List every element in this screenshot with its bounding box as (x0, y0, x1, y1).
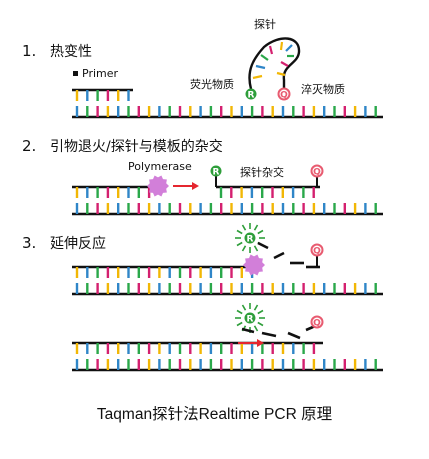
template-strand-step3b (72, 359, 383, 372)
probe-label: 探针 (254, 17, 276, 31)
probe-strand-step2 (216, 185, 320, 198)
fluorescence-burst-step3b-ray (253, 304, 259, 311)
svg-text:R: R (248, 91, 255, 101)
step-2-title: 引物退火/探针与模板的杂交 (50, 138, 223, 155)
quencher-dye-step3b: Q (310, 315, 324, 329)
svg-text:Q: Q (280, 91, 288, 101)
svg-text:R: R (213, 168, 220, 178)
svg-text:R: R (247, 235, 254, 245)
quencher-label: 淬灭物质 (301, 82, 345, 96)
fluorescence-burst-step3a (235, 223, 265, 253)
probe-base (285, 44, 293, 52)
probe-and-enzyme-graphics (235, 223, 320, 347)
polymerase-enzyme-step2 (147, 175, 169, 197)
probe-backbone (248, 37, 301, 90)
svg-text:R: R (247, 315, 254, 325)
primer-strand-step1 (72, 88, 133, 101)
probe-fragment-step3b (287, 331, 301, 340)
step-2-number: 2. (22, 137, 36, 155)
svg-text:Q: Q (313, 247, 321, 257)
polymerase-enzyme-step3 (243, 254, 265, 276)
quencher-dye-step2: Q (310, 164, 324, 178)
dna-strands (72, 88, 383, 372)
probe-hybrid-label: 探针杂交 (240, 165, 284, 179)
probe-base (279, 41, 284, 51)
fluorescence-burst-step3b-ray (257, 321, 264, 327)
fluorescence-burst-step3b-ray (257, 309, 264, 315)
reporter-dye-step1: R (245, 88, 257, 101)
reporter-dye-step3a: R (244, 232, 256, 245)
step-3-title: 延伸反应 (50, 235, 106, 252)
extension-arrowhead-step3b (257, 339, 264, 347)
probe-base (268, 45, 274, 55)
quencher-dye-step1: Q (277, 87, 291, 101)
svg-text:Q: Q (313, 168, 321, 178)
template-strand-step3a (72, 283, 383, 296)
probe-base (280, 61, 289, 67)
polymerase-label: Polymerase (128, 160, 192, 173)
fluorescence-burst-step3a-ray (236, 241, 243, 247)
fluorescence-burst-step3a-ray (241, 224, 247, 231)
fluorophore-label: 荧光物质 (190, 77, 234, 91)
reporter-dye-step2: R (210, 165, 222, 178)
fluorescence-burst-step3b-ray (236, 321, 243, 327)
probe-fragment-step3b (241, 327, 255, 334)
template-strand-step1 (72, 106, 383, 119)
primer-bullet (73, 71, 78, 76)
reporter-dye-step3b: R (244, 312, 256, 325)
fluorescence-burst-step3b (235, 303, 265, 333)
fluorescence-burst-step3a-ray (253, 245, 259, 252)
template-strand-step2 (72, 203, 383, 216)
fluorescence-burst-step3b-ray (236, 309, 243, 315)
step-1-number: 1. (22, 42, 36, 60)
quencher-dye-step3a: Q (310, 243, 324, 257)
fluorescence-burst-step3a-ray (253, 224, 259, 231)
figure-caption: Taqman探针法Realtime PCR 原理 (96, 406, 333, 423)
probe-fragment-step3b (305, 325, 314, 332)
probe-base (255, 64, 266, 70)
probe-fragment-step3b (261, 331, 277, 338)
probe-base (260, 54, 269, 61)
primer-strand-step2 (72, 185, 161, 198)
svg-text:Q: Q (313, 319, 321, 329)
fluorescence-burst-step3b-ray (253, 325, 259, 332)
fluorescence-burst-step3a-ray (241, 245, 247, 252)
fluorescence-burst-step3b-ray (241, 304, 247, 311)
probe-fragment-step3a (273, 251, 285, 260)
extended-strand-step3b (72, 341, 323, 354)
probe-base (252, 74, 263, 80)
extension-arrow-head (192, 182, 199, 190)
fluorescence-burst-step3a-ray (236, 229, 243, 235)
step-1-title: 热变性 (50, 44, 92, 60)
step-3-number: 3. (22, 234, 36, 252)
fluorescence-burst-step3a-ray (257, 229, 264, 235)
primer-label: Primer (82, 67, 119, 80)
extended-strand-step3a (72, 265, 261, 278)
probe-fragment-step3a (257, 241, 269, 250)
probe-base (276, 71, 286, 77)
free-probe-hairpin (248, 37, 301, 90)
